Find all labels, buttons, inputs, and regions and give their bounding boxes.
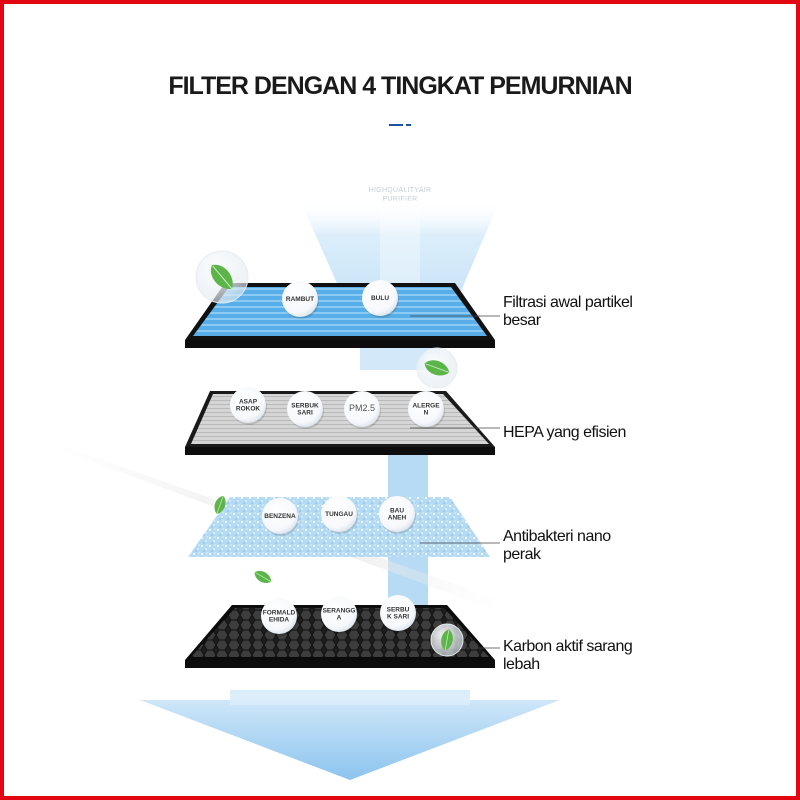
layer-label-line: Antibakteri nano [503, 528, 611, 545]
leaf-shape [424, 360, 450, 376]
layer-media [193, 287, 487, 336]
layer-label-hepa: HEPA yang efisien [503, 424, 673, 442]
bubble-circle [282, 281, 318, 317]
bubble-label: SERANGG [323, 608, 356, 615]
bubble-circle [344, 391, 380, 427]
leaf-vein [212, 265, 233, 290]
bubble-label: ALERGE [412, 403, 440, 410]
leaf-shape [441, 629, 453, 651]
leaf-icon [195, 250, 249, 304]
leaf-shape [254, 570, 272, 583]
contaminant-bubble: PM2.5 [344, 391, 381, 429]
layer-front-edge [185, 447, 495, 455]
bubble-label: BULU [371, 295, 389, 302]
leaf-icon [416, 347, 458, 389]
bubble-label: ROKOK [236, 406, 261, 413]
layer-label-line: Karbon aktif sarang [503, 638, 633, 655]
bubble-label: FORMALD [263, 610, 296, 617]
bubble-label: SERBU [387, 607, 410, 614]
leaf-shape [210, 264, 233, 290]
title-underline [389, 124, 411, 126]
bubble-label: K SARI [387, 614, 409, 621]
bubble-circle [362, 280, 398, 316]
bubble-label: BAU [390, 508, 404, 515]
contaminant-bubble: BENZENA [262, 498, 299, 536]
bubble-label: TUNGAU [325, 511, 353, 518]
leaf-vein [425, 363, 450, 373]
leaf-vein [255, 572, 272, 583]
bubble-label: SERBUK [291, 403, 319, 410]
layer-label-pre-filter: Filtrasi awal partikel besar [503, 294, 673, 330]
layer-front-edge [185, 340, 495, 348]
bubble-label: EHIDA [269, 617, 290, 624]
layer-label-line: lebah [503, 656, 540, 673]
bubble-circle [379, 496, 415, 532]
layer-label-carbon: Karbon aktif sarang lebah [503, 638, 673, 674]
bubble-label: RAMBUT [286, 296, 314, 303]
bubble-circle [230, 387, 266, 423]
leaf-icon [430, 623, 464, 657]
layer-label-line: HEPA yang efisien [503, 424, 626, 441]
filter-layer-pre-filter: RAMBUT BULU [185, 280, 495, 348]
layer-label-line: Filtrasi awal partikel [503, 294, 633, 311]
brand-caption-line-2: PURIFIER [382, 196, 418, 203]
layer-label-nano-silver: Antibakteri nano perak [503, 528, 673, 564]
bubble-label: SARI [297, 410, 313, 417]
down-arrow [140, 690, 560, 780]
brand-caption-line-1: HIGHQUALITYAIR [368, 187, 432, 194]
title-underline-long [389, 124, 403, 126]
air-stream-segment-2 [388, 455, 428, 500]
contaminant-bubble: SERBUK SARI [380, 595, 417, 633]
contaminant-bubble: BULU [362, 280, 399, 318]
bubble-circle [321, 596, 357, 632]
bubble-label: ANEH [388, 515, 407, 522]
bubble-circle [321, 496, 357, 532]
bubble-label: ASAP [239, 399, 258, 406]
bubble-label: BENZENA [264, 513, 296, 520]
leaf-shape [214, 495, 226, 515]
layer-label-line: besar [503, 312, 541, 329]
bubble-circle [287, 391, 323, 427]
bubble-label: N [424, 410, 429, 417]
leaf-decorations [195, 250, 464, 657]
bubble-circle [262, 498, 298, 534]
bubble-label: PM2.5 [349, 403, 375, 413]
down-arrow-shaft [230, 690, 470, 705]
contaminant-bubble: RAMBUT [282, 281, 319, 319]
page-title: FILTER DENGAN 4 TINGKAT PEMURNIAN [168, 72, 632, 100]
layer-front-edge [185, 660, 495, 668]
leaf-icon [254, 570, 272, 583]
bubble-circle [408, 391, 444, 427]
leaf-icon [214, 495, 226, 515]
contaminant-bubble: TUNGAU [321, 496, 358, 534]
brand-caption: HIGHQUALITYAIR PURIFIER [300, 186, 500, 204]
title-underline-short [406, 124, 411, 126]
bubble-circle [261, 598, 297, 634]
layer-label-line: perak [503, 546, 541, 563]
bubble-label: A [337, 615, 342, 622]
bubble-circle [380, 595, 416, 631]
leaf-vein [444, 630, 450, 651]
leaf-vein [216, 496, 224, 515]
